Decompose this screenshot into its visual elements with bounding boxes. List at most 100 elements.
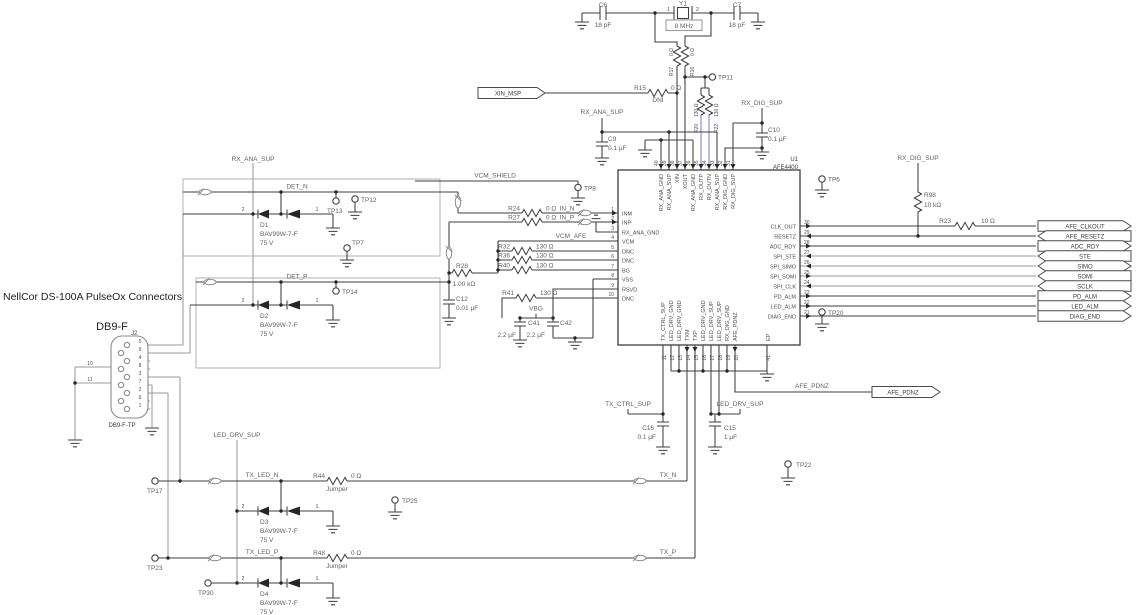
svg-text:Y1: Y1 [679,1,687,8]
svg-text:DNI: DNI [652,97,663,104]
svg-text:2.2 µF: 2.2 µF [497,332,516,339]
svg-text:2: 2 [242,504,245,510]
svg-text:7: 7 [611,264,614,270]
resistor-r16 [680,45,690,67]
svg-text:130 Ω: 130 Ω [536,263,554,270]
svg-text:0 Ω: 0 Ω [690,48,696,56]
svg-text:SPI_STE: SPI_STE [773,255,796,261]
svg-text:TXP: TXP [693,330,699,341]
svg-text:RESETZ: RESETZ [774,235,796,241]
svg-text:27: 27 [804,250,810,256]
svg-text:TX_LED_P: TX_LED_P [246,549,279,556]
svg-text:R24: R24 [508,206,520,213]
resistor-r40 [511,265,533,275]
svg-text:130 Ω: 130 Ω [694,103,700,117]
db9-pin-numbers: 5 9 4 8 3 7 2 6 1 10 11 [87,339,141,409]
svg-text:RX_ANA_GND: RX_ANA_GND [622,231,659,237]
svg-text:LED_DRV_GND: LED_DRV_GND [701,300,707,341]
db9-connector [110,335,149,419]
svg-text:IN_N: IN_N [560,206,575,213]
svg-text:AFE_RESETZ: AFE_RESETZ [1066,234,1105,240]
svg-text:R32: R32 [498,244,510,251]
svg-text:SPI_SOMI: SPI_SOMI [770,275,796,281]
svg-text:4: 4 [139,355,142,361]
svg-text:Jumper: Jumper [326,486,349,493]
svg-text:AFE_CLKOUT: AFE_CLKOUT [1065,224,1105,230]
svg-text:INP: INP [622,221,632,227]
svg-text:C9: C9 [608,136,617,143]
svg-text:C41: C41 [528,320,540,327]
tp6-circle [818,175,826,183]
tp30-circle [204,579,212,587]
svg-text:1: 1 [316,576,319,582]
tp14-circle [332,287,340,295]
svg-text:XIN: XIN [675,174,681,183]
svg-text:TX_P: TX_P [660,549,676,556]
net-labels: RX_ANA_SUP RX_ANA_SUP RX_DIG_SUP RX_DIG_… [214,100,939,556]
svg-text:LED_ALM: LED_ALM [771,305,796,311]
svg-text:1.00 kΩ: 1.00 kΩ [453,281,476,288]
svg-text:AFE_PDNZ: AFE_PDNZ [733,312,739,341]
svg-text:SOMI: SOMI [1077,274,1093,280]
svg-text:TP6: TP6 [828,177,840,184]
svg-text:C15: C15 [724,425,736,432]
svg-text:2.2 µF: 2.2 µF [526,332,545,339]
testpoint-circles [151,73,826,587]
resistors [326,45,976,563]
svg-text:32: 32 [718,160,724,166]
svg-text:INM: INM [622,212,633,218]
svg-text:0 Ω: 0 Ω [546,215,556,222]
crystal-y1 [665,6,703,32]
svg-text:35: 35 [694,160,700,166]
svg-text:BAV99W-7-F: BAV99W-7-F [260,322,298,329]
svg-text:130 Ω: 130 Ω [536,244,554,251]
svg-text:TP11: TP11 [718,75,733,82]
svg-text:9: 9 [139,347,142,353]
tp23-circle [151,554,159,562]
svg-text:0 Ω: 0 Ω [351,473,361,480]
svg-text:2: 2 [139,387,142,393]
svg-text:33: 33 [710,160,716,166]
svg-text:R98: R98 [924,192,936,199]
resistor-r32 [511,246,533,256]
svg-text:6: 6 [139,395,142,401]
svg-text:D1: D1 [260,222,269,229]
svg-text:10: 10 [608,292,614,298]
svg-text:21: 21 [804,310,810,316]
svg-text:BAV99W-7-F: BAV99W-7-F [260,600,298,607]
svg-text:30: 30 [804,220,810,226]
svg-text:R28: R28 [456,263,468,270]
tp20-circle [818,308,826,316]
svg-text:R48: R48 [313,550,325,557]
svg-text:R40: R40 [498,263,510,270]
tp8-circle [574,183,582,192]
db9-name: DB9-F [96,321,128,333]
svg-text:C16: C16 [642,425,654,432]
svg-text:34: 34 [702,160,708,166]
svg-text:75 V: 75 V [260,609,274,615]
svg-text:BAV99W-7-F: BAV99W-7-F [260,231,298,238]
resistor-r23 [954,221,976,231]
svg-text:15: 15 [694,355,700,361]
resistor-r41 [515,293,537,303]
svg-text:D3: D3 [260,519,269,526]
svg-text:TP7: TP7 [352,240,364,247]
svg-text:LED_DRV_GND: LED_DRV_GND [677,300,683,341]
svg-text:RX_DIG_SUP: RX_DIG_SUP [741,100,782,107]
svg-text:0 Ω: 0 Ω [669,48,675,56]
svg-text:D4: D4 [260,591,269,598]
svg-text:RX_DIG_GND: RX_DIG_GND [723,174,729,210]
svg-text:25: 25 [804,270,810,276]
svg-text:3: 3 [139,371,142,377]
svg-text:1: 1 [667,7,670,13]
resistor-r22 [704,94,714,116]
svg-text:24: 24 [804,280,810,286]
svg-text:LED_DRV_SUP: LED_DRV_SUP [717,401,764,408]
svg-text:DNC: DNC [622,297,634,303]
svg-text:TP22: TP22 [796,462,812,469]
svg-text:R20: R20 [694,124,700,133]
svg-text:20: 20 [734,355,740,361]
